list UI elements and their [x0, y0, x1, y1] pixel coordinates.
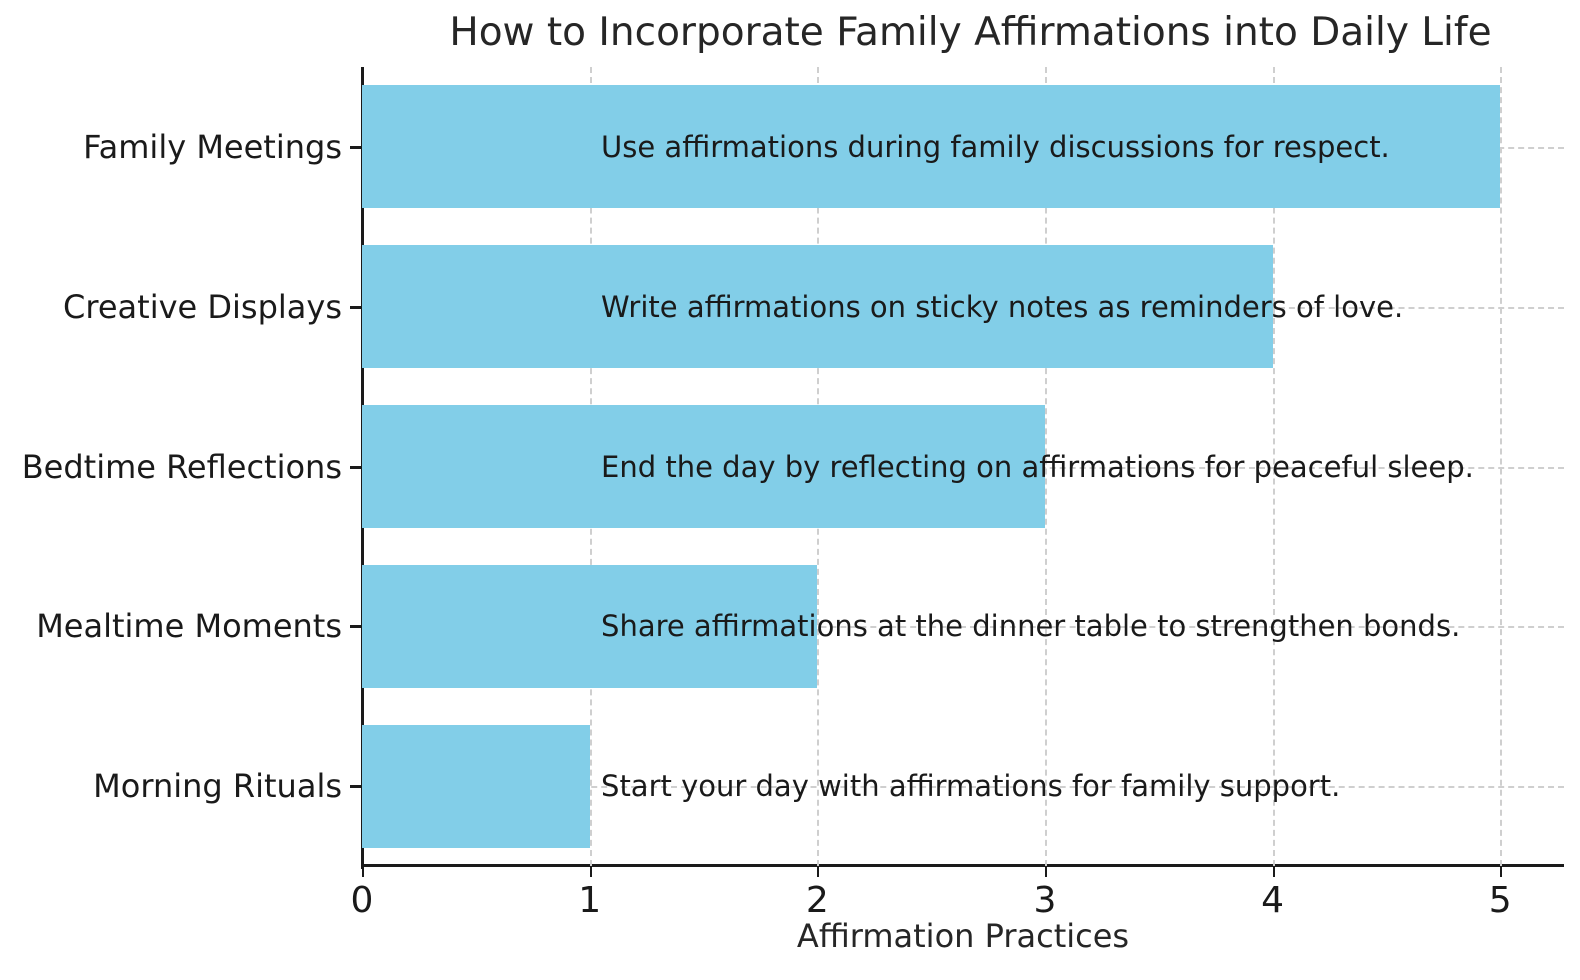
bar-annotation: Start your day with affirmations for fam…: [601, 769, 1341, 804]
x-tick-label: 2: [805, 880, 829, 921]
x-tick-label: 5: [1488, 880, 1512, 921]
y-tick-mark: [350, 465, 362, 469]
plot-area: Use affirmations during family discussio…: [362, 67, 1564, 866]
chart-title: How to Incorporate Family Affirmations i…: [449, 10, 1492, 55]
x-tick-label: 3: [1033, 880, 1057, 921]
x-tick-label: 1: [578, 880, 602, 921]
y-tick-mark: [350, 305, 362, 309]
bar-annotation: Share affirmations at the dinner table t…: [601, 609, 1461, 644]
gridline-horizontal: [362, 786, 1564, 789]
bar-annotation: Use affirmations during family discussio…: [601, 129, 1390, 164]
y-tick-label: Mealtime Moments: [36, 607, 342, 646]
y-tick-label: Bedtime Reflections: [21, 447, 342, 486]
x-tick-mark: [362, 866, 364, 877]
x-tick-label: 4: [1261, 880, 1285, 921]
x-axis-spine: [361, 864, 1564, 867]
y-tick-label: Morning Rituals: [93, 767, 342, 806]
y-tick-mark: [350, 145, 362, 149]
x-tick-label: 0: [350, 880, 374, 921]
x-tick-mark: [817, 866, 820, 877]
x-tick-mark: [1500, 866, 1503, 877]
bar: [362, 245, 1273, 369]
x-tick-mark: [1272, 866, 1275, 877]
x-tick-mark: [589, 866, 592, 877]
bar: [362, 404, 1045, 528]
bar: [362, 85, 1501, 209]
bar: [362, 724, 590, 848]
bar-annotation: End the day by reflecting on affirmation…: [601, 449, 1474, 484]
y-tick-label: Family Meetings: [83, 127, 342, 166]
x-tick-mark: [1044, 866, 1047, 877]
y-tick-mark: [350, 785, 362, 789]
y-tick-mark: [350, 625, 362, 629]
gridline-horizontal: [362, 626, 1564, 629]
bar: [362, 564, 818, 688]
y-tick-label: Creative Displays: [63, 287, 342, 326]
x-axis-label: Affirmation Practices: [796, 917, 1130, 955]
bar-annotation: Write affirmations on sticky notes as re…: [601, 289, 1404, 324]
